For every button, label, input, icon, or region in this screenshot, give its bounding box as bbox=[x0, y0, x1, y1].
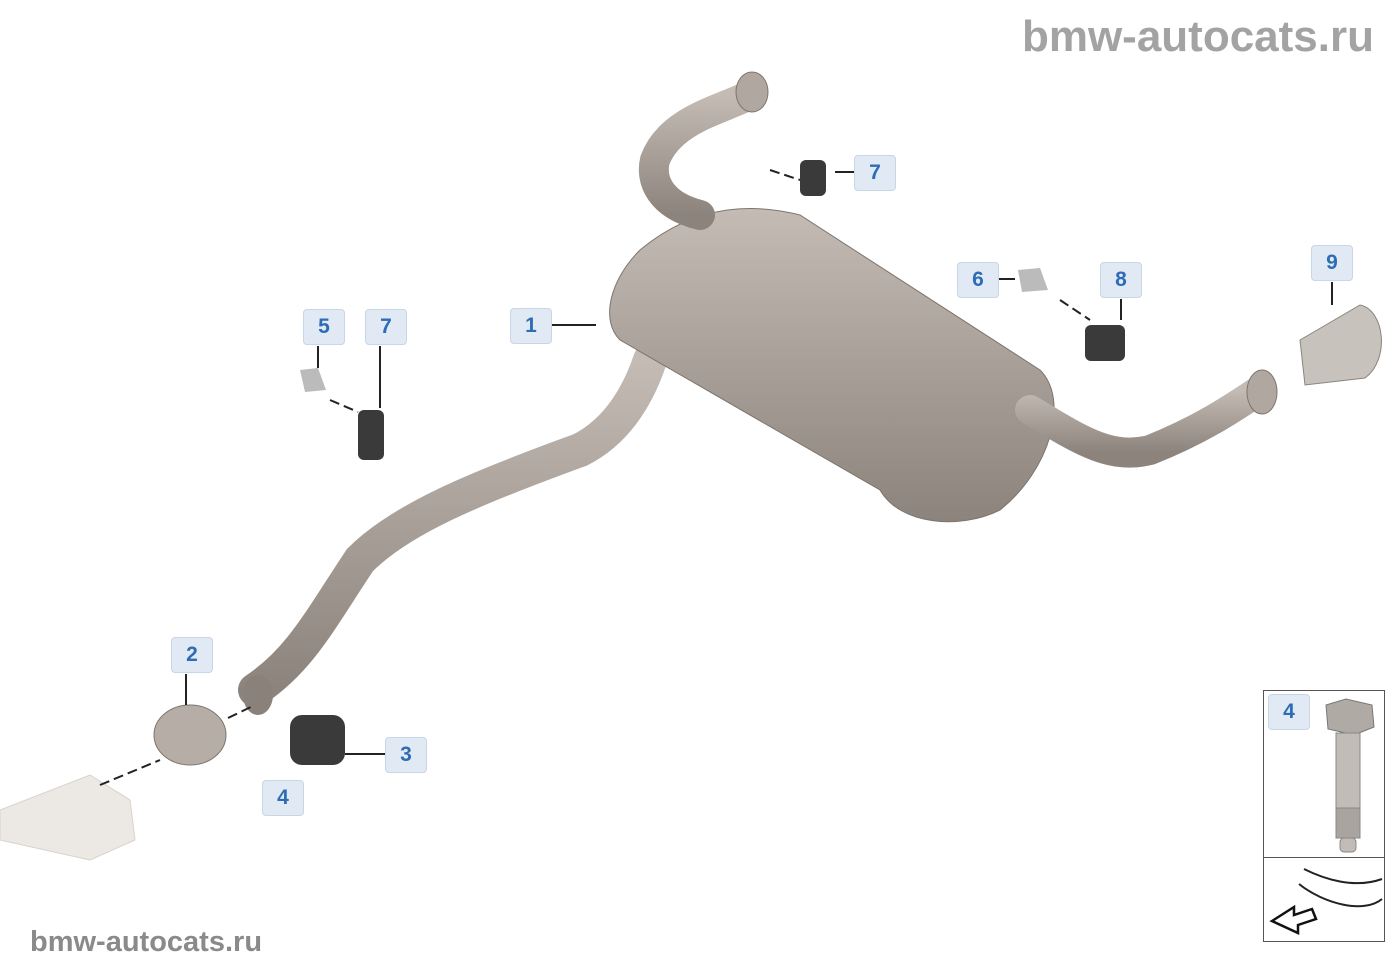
callout-3[interactable]: 3 bbox=[385, 737, 427, 773]
rubber-mount-7-left bbox=[358, 410, 384, 460]
rubber-mount-3 bbox=[290, 715, 345, 765]
bracket-6 bbox=[1018, 268, 1048, 292]
callout-7-top[interactable]: 7 bbox=[854, 155, 896, 191]
watermark-top: bmw-autocats.ru bbox=[1021, 12, 1374, 61]
rear-muffler bbox=[609, 207, 1055, 523]
inset-divider bbox=[1264, 857, 1384, 858]
vehicle-direction-icon bbox=[1269, 868, 1383, 935]
assembly-lines bbox=[99, 169, 1091, 786]
rubber-mount-8 bbox=[1085, 325, 1125, 361]
tailpipe-trim bbox=[1299, 304, 1382, 386]
front-pipe-ghost bbox=[0, 774, 136, 861]
callout-8[interactable]: 8 bbox=[1100, 262, 1142, 298]
rubber-mount-7-top bbox=[800, 160, 826, 196]
tailpipe-left bbox=[638, 80, 765, 230]
callout-5[interactable]: 5 bbox=[303, 309, 345, 345]
leader-lines bbox=[185, 171, 1333, 755]
bracket-5 bbox=[300, 368, 326, 392]
tailpipe-right bbox=[1015, 375, 1275, 468]
callout-4[interactable]: 4 bbox=[262, 780, 304, 816]
callout-2[interactable]: 2 bbox=[171, 637, 213, 673]
callout-6[interactable]: 6 bbox=[957, 262, 999, 298]
intermediate-pipe bbox=[238, 343, 667, 707]
inset-callout-4[interactable]: 4 bbox=[1268, 694, 1310, 730]
callout-9[interactable]: 9 bbox=[1311, 245, 1353, 281]
bolt-inset-panel: 4 bbox=[1263, 690, 1385, 942]
watermark-bottom: bmw-autocats.ru bbox=[30, 926, 263, 958]
callout-1[interactable]: 1 bbox=[510, 308, 552, 344]
pipe-inlet bbox=[243, 675, 273, 715]
callout-7-left[interactable]: 7 bbox=[365, 309, 407, 345]
pipe-clamp bbox=[153, 704, 227, 766]
bolt-icon bbox=[1325, 698, 1375, 853]
